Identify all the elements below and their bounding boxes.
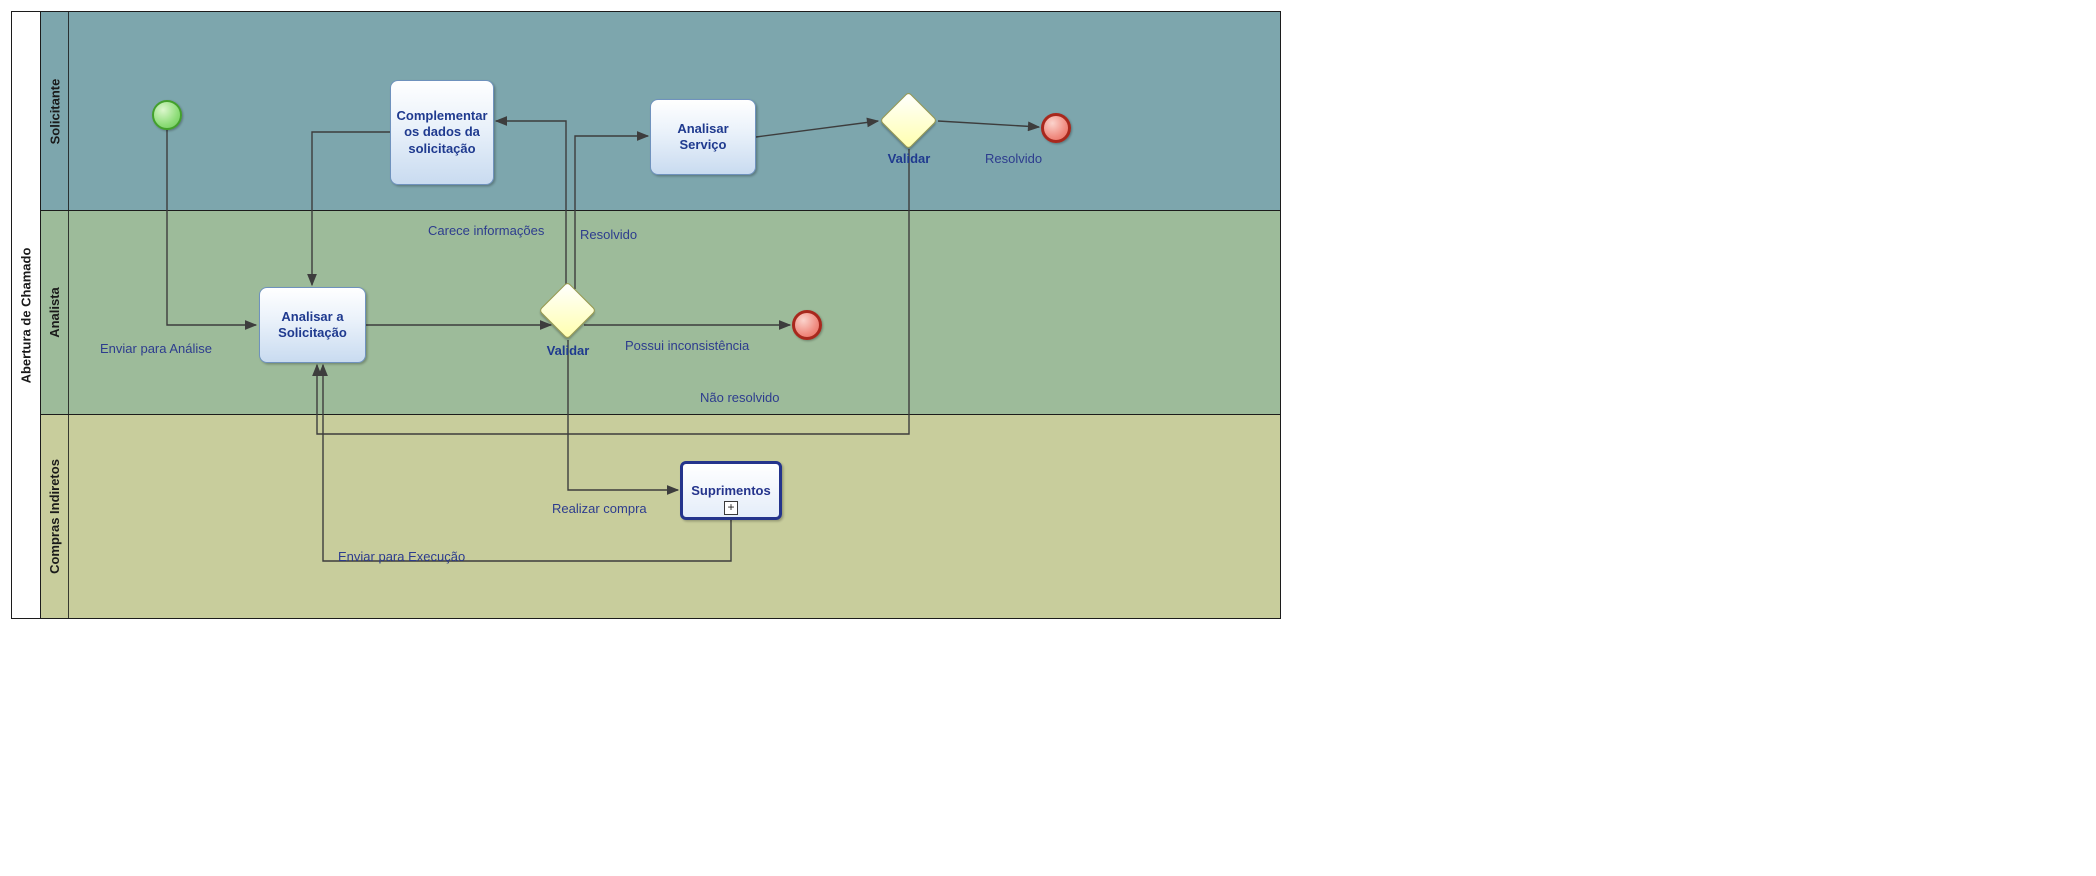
flow-label-realizar-compra: Realizar compra <box>552 501 647 516</box>
flow-enviar-para-analise[interactable] <box>166 130 258 330</box>
flow-resolvido-to-servico[interactable] <box>574 131 650 289</box>
flow-label-resolvido-solicitante: Resolvido <box>985 151 1043 166</box>
subprocess-suprimentos-label: Suprimentos <box>691 483 771 498</box>
task-analisar-solicitacao[interactable]: Analisar a Solicitação <box>259 287 366 363</box>
flow-enviar-para-execucao[interactable] <box>318 363 732 562</box>
flow-label-resolvido-analista: Resolvido <box>580 227 638 242</box>
flow-label-nao-resolvido: Não resolvido <box>700 390 780 405</box>
flow-carece-informacoes[interactable] <box>494 116 567 284</box>
lane-analista-header: Analista <box>41 211 69 414</box>
flow-label-enviar-para-analise: Enviar para Análise <box>100 341 213 356</box>
flow-realizar-compra[interactable] <box>567 340 680 495</box>
lane-analista: Analista <box>41 211 1280 415</box>
task-analisar-solicitacao-label: Analisar a Solicitação <box>278 308 347 340</box>
task-analisar-servico-label: Analisar Serviço <box>677 120 729 152</box>
flow-label-possui-inconsistencia: Possui inconsistência <box>625 338 750 353</box>
flow-servico-to-validar[interactable] <box>755 117 880 138</box>
lane-solicitante-header: Solicitante <box>41 12 69 210</box>
end-event-analista[interactable] <box>792 310 822 340</box>
flow-nao-resolvido[interactable] <box>312 149 910 435</box>
lane-compras-indiretos-header: Compras Indiretos <box>41 415 69 618</box>
task-complementar-dados[interactable]: Complementar os dados da solicitação <box>390 80 494 185</box>
task-analisar-servico[interactable]: Analisar Serviço <box>650 99 756 175</box>
flow-label-enviar-para-execucao: Enviar para Execução <box>338 549 466 564</box>
lane-compras-indiretos: Compras Indiretos <box>41 415 1280 618</box>
flow-complementar-to-analisar[interactable] <box>307 131 390 287</box>
task-complementar-dados-label: Complementar os dados da solicitação <box>396 108 488 156</box>
gateway-validar-analista-label: Validar <box>546 343 590 358</box>
subprocess-expand-icon[interactable]: + <box>724 501 738 515</box>
subprocess-suprimentos[interactable]: Suprimentos + <box>680 461 782 520</box>
start-event[interactable] <box>152 100 182 130</box>
end-event-solicitante[interactable] <box>1041 113 1071 143</box>
flow-resolvido-to-end[interactable] <box>937 120 1041 132</box>
pool-abertura-de-chamado: Abertura de Chamado Solicitante Analista… <box>11 11 1281 619</box>
flow-label-carece-informacoes: Carece informações <box>428 223 545 238</box>
gateway-validar-solicitante-label: Validar <box>887 151 931 166</box>
pool-header: Abertura de Chamado <box>12 12 41 618</box>
